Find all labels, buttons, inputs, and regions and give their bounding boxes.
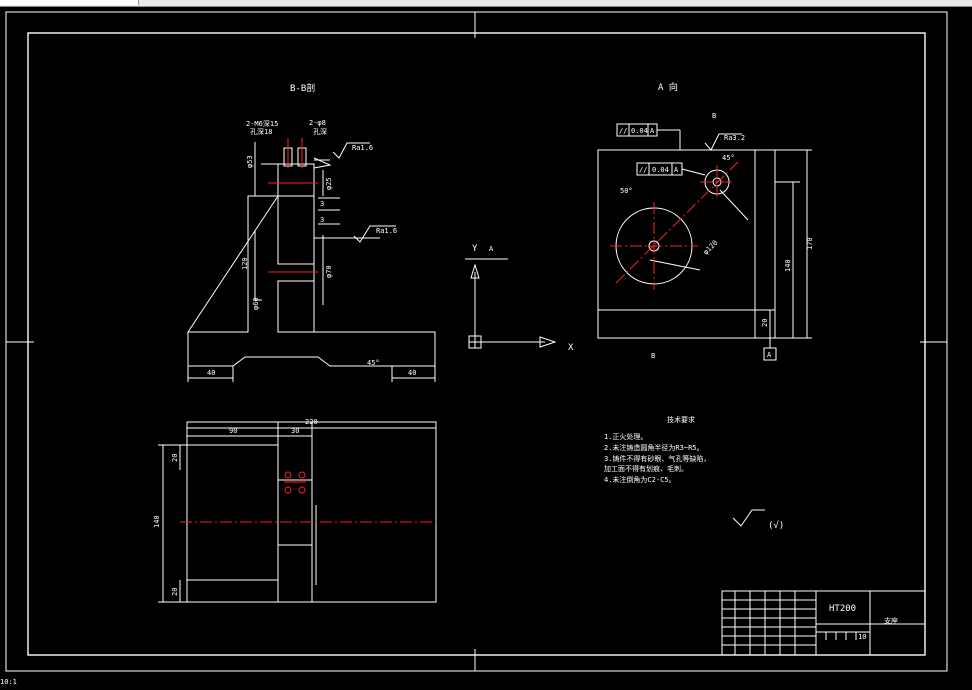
dim-20-top: 20: [171, 454, 179, 462]
view-arrow-a-label: A: [489, 245, 494, 253]
roughness-symbol: Ra3.2: [704, 133, 745, 151]
dim-right-dia: φ25: [325, 177, 333, 190]
dim-inner-dia: φ70: [325, 265, 333, 278]
view-a-title: A 向: [658, 81, 678, 93]
note-line: 加工面不得有划痕、毛刺。: [604, 464, 688, 473]
svg-text://: //: [619, 127, 627, 135]
notes-title: 技术要求: [667, 415, 695, 424]
section-view-b-b: B-B剖: [187, 82, 436, 382]
svg-text:A: A: [650, 127, 655, 135]
datum-a-marker: A: [763, 338, 777, 361]
dim-3b: 3: [320, 216, 324, 224]
sheet-frame: [5, 11, 948, 672]
dim-total: 220: [305, 418, 318, 426]
svg-text:Ra1.6: Ra1.6: [376, 227, 397, 235]
note-line: 1.正火处理。: [604, 432, 647, 441]
dim-140: 140: [784, 259, 792, 272]
view-a: A 向 B B 170 140 20 φ120 50° 45°: [597, 81, 814, 361]
ucs-axes-icon: Y X A: [465, 244, 574, 353]
dim-90: 90: [229, 427, 237, 435]
dim-30: 30: [291, 427, 299, 435]
svg-text:0.04: 0.04: [652, 166, 669, 174]
dim-base-left: 40: [207, 369, 215, 377]
drawing-tab-bar[interactable]: [0, 0, 139, 5]
svg-text:(√): (√): [768, 520, 784, 531]
plan-view: 220 90 30 140 20 20: [153, 418, 440, 603]
general-roughness-symbol: (√): [732, 509, 784, 531]
title-block: HT200 支座 10: [721, 590, 926, 656]
hole-note-sub: 孔深: [313, 127, 327, 136]
note-line: 2.未注铸造圆角半径为R3~R5。: [604, 443, 704, 452]
dim-dia-big: φ120: [702, 239, 720, 257]
note-line: 4.未注倒角为C2-C5。: [604, 475, 676, 484]
dim-angle-small: 45°: [722, 154, 735, 162]
tolerance-frame: // 0.04 A: [636, 162, 706, 176]
dim-170: 170: [806, 237, 814, 250]
dim-left-dia: φ60: [252, 297, 260, 310]
svg-text:Ra3.2: Ra3.2: [724, 134, 745, 142]
svg-text:Ra1.6: Ra1.6: [352, 144, 373, 152]
thread-note: 2-M6深15: [246, 119, 278, 128]
cad-drawing-canvas[interactable]: B-B剖: [0, 7, 972, 686]
angle-note: 45°: [367, 359, 380, 367]
note-line: 3.铸件不得有砂眼、气孔等缺陷，: [604, 454, 710, 463]
dim-20-bottom: 20: [171, 588, 179, 596]
dim-base-right: 40: [408, 369, 416, 377]
roughness-symbol: Ra1.6: [353, 225, 397, 243]
part-name-label: 支座: [884, 616, 898, 625]
hole-note: 2-φ8: [309, 119, 326, 127]
dim-top-dia: φ53: [246, 155, 254, 168]
section-mark-b-top: B: [712, 112, 716, 120]
dim-140: 140: [153, 515, 161, 528]
svg-text:A: A: [767, 351, 772, 359]
tolerance-frame: // 0.04 A: [616, 123, 681, 150]
technical-notes: 技术要求 1.正火处理。 2.未注铸造圆角半径为R3~R5。 3.铸件不得有砂眼…: [604, 415, 710, 484]
thread-note-sub: 孔深18: [250, 127, 272, 136]
svg-text://: //: [639, 166, 647, 174]
svg-text:0.04: 0.04: [631, 127, 648, 135]
dim-20: 20: [761, 319, 769, 327]
scale-cell: 10: [858, 633, 866, 641]
section-title: B-B剖: [290, 82, 315, 94]
dim-height: 120: [241, 257, 249, 270]
application-top-strip: [0, 0, 972, 7]
axis-x-label: X: [568, 343, 574, 353]
dim-angle-big: 50°: [620, 187, 633, 195]
svg-text:A: A: [674, 166, 679, 174]
corner-status-text: 10:1: [0, 678, 17, 686]
material-label: HT200: [829, 604, 856, 614]
section-mark-b-bottom: B: [651, 352, 655, 360]
dim-3a: 3: [320, 200, 324, 208]
axis-y-label: Y: [472, 244, 478, 254]
roughness-symbol: Ra1.6: [332, 142, 373, 159]
